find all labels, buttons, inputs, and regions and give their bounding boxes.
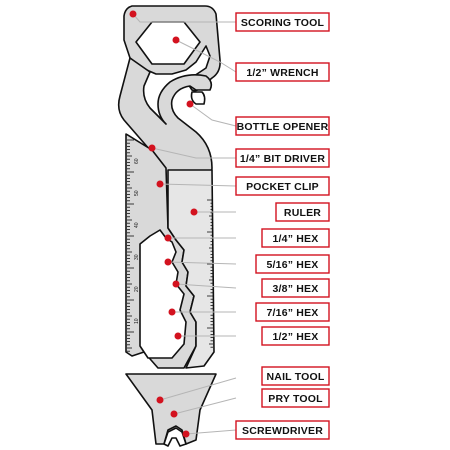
dot-hex-5-16: [164, 258, 172, 266]
leader-hex-3-8: [175, 283, 237, 289]
label-hex-3-8: 3/8” HEX: [273, 283, 319, 295]
dot-scoring-tool: [129, 10, 137, 18]
callout-labels: SCORING TOOL 1/2” WRENCH BOTTLE OPENER 1…: [235, 12, 330, 440]
dot-pocket-clip: [156, 180, 164, 188]
dot-hex-3-8: [172, 280, 180, 288]
dot-wrench: [172, 36, 180, 44]
label-ruler: RULER: [284, 207, 321, 219]
label-box-scoring-tool: [235, 12, 330, 32]
multitool-body: 60 50 40 30 20 10: [117, 5, 221, 447]
label-box-bottle-opener: [235, 116, 330, 136]
label-box-hex-1-4: [261, 228, 330, 248]
label-box-wrench: [235, 62, 330, 82]
ruler-number-30: 30: [134, 254, 140, 260]
label-nail-tool: NAIL TOOL: [267, 371, 325, 383]
ruler-number-50: 50: [134, 190, 140, 196]
dot-bottle-opener: [186, 100, 194, 108]
label-box-pocket-clip: [235, 176, 330, 196]
label-box-screwdriver: [235, 420, 330, 440]
leader-bit-driver: [151, 147, 236, 159]
label-hex-1-2: 1/2” HEX: [273, 331, 319, 343]
dot-nail-tool: [156, 396, 164, 404]
dot-pry-tool: [170, 410, 178, 418]
label-pocket-clip: POCKET CLIP: [246, 181, 319, 193]
dot-hex-1-4: [164, 234, 172, 242]
leader-lines: [132, 13, 237, 435]
ruler-number-20: 20: [134, 286, 140, 292]
nail-notch: [163, 427, 187, 447]
label-box-hex-1-2: [261, 326, 330, 346]
bottle-opener-cut: [190, 91, 206, 105]
label-box-pry-tool: [261, 388, 330, 408]
ruler-ticks-right: [207, 199, 213, 348]
label-scoring-tool: SCORING TOOL: [241, 17, 325, 29]
leader-scoring-tool: [132, 13, 236, 23]
dot-bit-driver: [148, 144, 156, 152]
leader-screwdriver: [185, 429, 237, 435]
ruler-number-10: 10: [134, 318, 140, 324]
screwdriver-tip: [125, 373, 217, 445]
label-bottle-opener: BOTTLE OPENER: [237, 121, 329, 133]
label-hex-1-4: 1/4” HEX: [273, 233, 319, 245]
dot-ruler: [190, 208, 198, 216]
leader-nail-tool: [159, 377, 237, 401]
label-box-nail-tool: [261, 366, 330, 386]
ruler-number-40: 40: [134, 222, 140, 228]
label-screwdriver: SCREWDRIVER: [242, 425, 323, 437]
pocket-clip-side: [167, 169, 215, 369]
label-wrench: 1/2” WRENCH: [246, 67, 318, 79]
dot-hex-1-2: [174, 332, 182, 340]
label-box-hex-5-16: [255, 254, 330, 274]
leader-bottle-opener: [189, 103, 237, 127]
label-box-hex-3-8: [261, 278, 330, 298]
leader-pry-tool: [173, 397, 237, 415]
leader-pocket-clip: [159, 183, 237, 187]
leader-wrench: [175, 39, 237, 73]
label-hex-7-16: 7/16” HEX: [267, 307, 319, 319]
label-box-ruler: [275, 202, 330, 222]
label-box-hex-7-16: [255, 302, 330, 322]
label-hex-5-16: 5/16” HEX: [267, 259, 319, 271]
ruler-number-60: 60: [134, 158, 140, 164]
label-bit-driver: 1/4” BIT DRIVER: [240, 153, 325, 165]
dot-screwdriver: [182, 430, 190, 438]
label-pry-tool: PRY TOOL: [268, 393, 323, 405]
leader-hex-5-16: [167, 261, 237, 265]
ruler-ticks: [127, 139, 134, 352]
callout-dots: [129, 10, 198, 438]
label-box-bit-driver: [235, 148, 330, 168]
dot-hex-7-16: [168, 308, 176, 316]
